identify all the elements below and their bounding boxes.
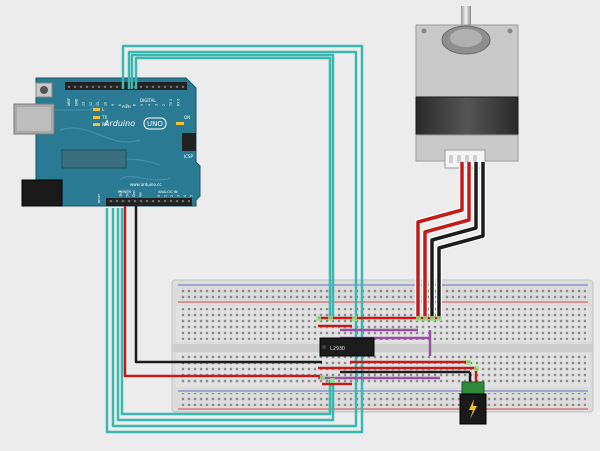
icsp-header bbox=[182, 133, 196, 151]
top-pin-label-4: 11 bbox=[96, 102, 100, 106]
top-pin-label-11: 4 bbox=[147, 104, 151, 106]
power-pin-label-0: 3V3 bbox=[119, 191, 123, 197]
connection-points bbox=[316, 316, 479, 383]
digital-label: DIGITAL bbox=[140, 98, 156, 103]
driver-chip-label: L293D bbox=[330, 346, 345, 352]
analog-pin-label-3: 3 bbox=[177, 195, 181, 197]
arduino-logo-text: Arduino bbox=[103, 119, 135, 128]
driver-chip: L293D bbox=[319, 337, 375, 357]
reset-label: RESET bbox=[97, 193, 101, 203]
top-pin-label-2: 13 bbox=[82, 102, 86, 106]
top-pin-label-8: 7 bbox=[125, 104, 129, 106]
led-on bbox=[176, 122, 184, 125]
power-label: POWER bbox=[118, 190, 132, 194]
top-pin-label-15: RX 0 bbox=[177, 99, 181, 106]
motor-shaft bbox=[461, 6, 471, 26]
led-l bbox=[93, 108, 100, 111]
top-pin-label-7: 8 bbox=[118, 104, 122, 106]
analog-pin-label-1: 1 bbox=[164, 195, 168, 197]
power-pin-label-1: 5V bbox=[126, 192, 130, 197]
led-rx bbox=[93, 123, 100, 126]
on-label: ON bbox=[184, 115, 190, 120]
top-pin-label-10: 5 bbox=[140, 104, 144, 106]
tx-label: TX bbox=[101, 115, 107, 120]
top-pin-label-5: 10 bbox=[104, 102, 108, 106]
top-power-rail bbox=[178, 284, 588, 303]
arduino-uno-board: Arduino UNO ON L TX RX DIGITAL PWM ICSP … bbox=[13, 77, 201, 207]
led-tx bbox=[93, 116, 100, 119]
top-pin-label-6: 9 bbox=[111, 104, 115, 106]
lightning-icon bbox=[469, 399, 477, 419]
analog-pin-label-0: 0 bbox=[157, 195, 161, 197]
arduino-power-wires bbox=[123, 206, 322, 378]
power-pin-label-2: Gnd bbox=[132, 190, 136, 197]
center-channel bbox=[172, 344, 593, 352]
l-label: L bbox=[102, 107, 105, 112]
uno-badge bbox=[143, 117, 167, 130]
top-pin-label-12: 3 bbox=[155, 104, 159, 106]
barrel-jack bbox=[21, 179, 63, 207]
analog-pin-label-2: 2 bbox=[170, 195, 174, 197]
top-pin-label-13: 2 bbox=[162, 104, 166, 106]
atmega-chip bbox=[61, 149, 127, 169]
top-pin-label-3: 12 bbox=[89, 102, 93, 106]
analog-label: ANALOG IN bbox=[158, 190, 178, 194]
stepper-motor bbox=[415, 6, 519, 169]
icsp-label: ICSP bbox=[184, 154, 194, 159]
top-pin-label-14: TX 1 bbox=[169, 99, 173, 107]
dc-power-jack bbox=[459, 381, 487, 425]
top-pin-label-9: 6 bbox=[133, 104, 137, 106]
uno-model-text: UNO bbox=[147, 120, 163, 128]
pwm-label: PWM bbox=[122, 105, 131, 109]
top-pin-label-0: AREF bbox=[67, 98, 71, 106]
analog-pin-label-5: 5 bbox=[190, 195, 194, 197]
signal-wires-teal bbox=[105, 44, 364, 434]
top-pin-label-1: GND bbox=[74, 98, 78, 106]
power-pin-label-3: Vin bbox=[139, 192, 143, 197]
rx-label: RX bbox=[102, 122, 108, 127]
motor-wires bbox=[415, 162, 486, 318]
analog-pin-label-4: 4 bbox=[183, 195, 187, 197]
breadboard bbox=[171, 279, 594, 413]
website-label: www.arduino.cc bbox=[130, 182, 162, 187]
